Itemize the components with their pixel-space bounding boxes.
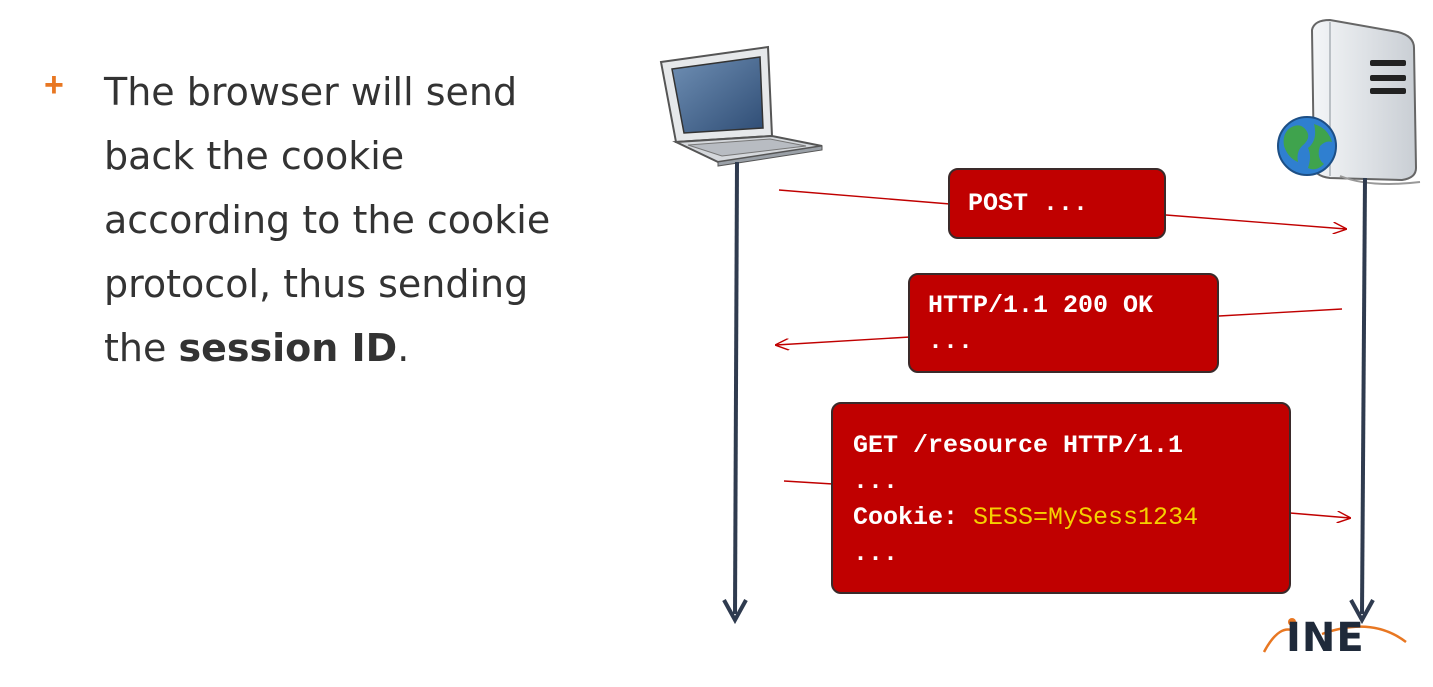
cookie-header-line: Cookie: SESS=MySess1234 xyxy=(853,500,1269,536)
get-request-line: GET /resource HTTP/1.1 xyxy=(853,431,1184,460)
get-ellipsis-1: ... xyxy=(853,467,899,496)
bullet-line-3: according to the cookie xyxy=(104,198,551,242)
get-request-box: GET /resource HTTP/1.1... Cookie: SESS=My… xyxy=(831,402,1291,594)
bullet-line-2: back the cookie xyxy=(104,134,405,178)
server-timeline xyxy=(1349,177,1375,625)
http-response-box: HTTP/1.1 200 OK... xyxy=(908,273,1219,373)
bullet-line-5-suffix: . xyxy=(397,326,410,370)
response-status-line: HTTP/1.1 200 OK xyxy=(928,291,1154,320)
globe-icon xyxy=(1277,116,1337,176)
bullet-line-4: protocol, thus sending xyxy=(104,262,529,306)
plus-bullet-icon: + xyxy=(44,66,64,104)
bullet-line-1: The browser will send xyxy=(104,70,518,114)
laptop-icon xyxy=(659,45,823,167)
web-server-icon xyxy=(1310,18,1421,185)
bullet-line-5-prefix: the xyxy=(104,326,179,370)
response-arrow xyxy=(776,308,1343,345)
logo-swoosh-icon xyxy=(1262,618,1407,653)
post-arrow xyxy=(778,189,1346,229)
cookie-header-value: SESS=MySess1234 xyxy=(973,503,1199,532)
cookie-header-label: Cookie: xyxy=(853,503,974,532)
client-timeline xyxy=(722,161,748,625)
ine-logo: INE xyxy=(1262,612,1412,664)
response-ellipsis: ... xyxy=(928,327,974,356)
post-request-box: POST ... xyxy=(948,168,1166,239)
post-request-line: POST ... xyxy=(968,189,1089,218)
session-id-term: session ID xyxy=(178,326,398,370)
bullet-text: The browser will send back the cookie ac… xyxy=(104,60,604,380)
bullet-line-5: the session ID. xyxy=(104,316,604,380)
bullet-list: + The browser will send back the cookie … xyxy=(44,60,604,380)
ine-logo-text: INE xyxy=(1286,615,1365,661)
get-ellipsis-2: ... xyxy=(853,539,899,568)
get-arrow xyxy=(783,480,1350,518)
